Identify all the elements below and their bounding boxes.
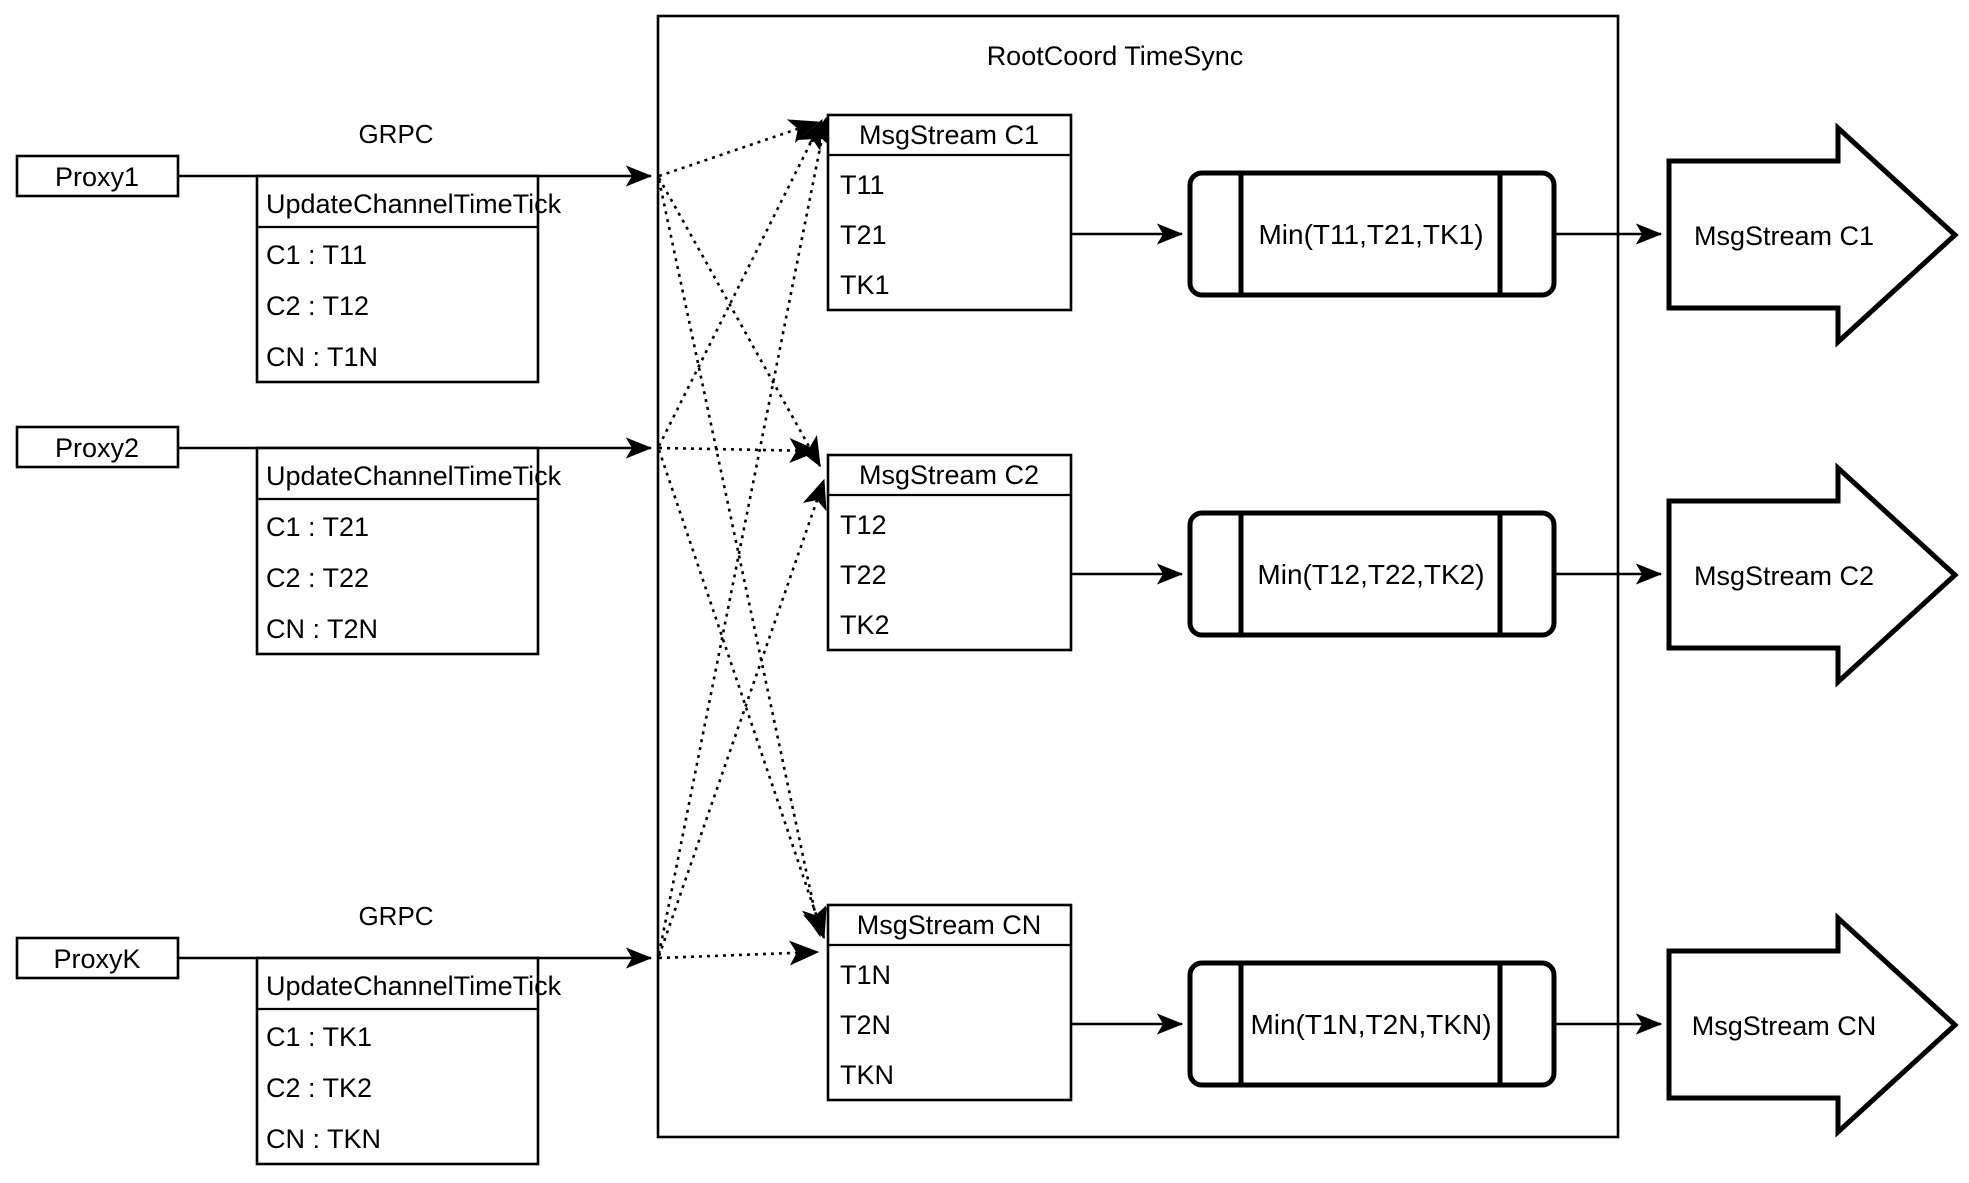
msgstream-card-border-1 [826,113,1073,312]
output-block-arrow-label-2: MsgStream C2 [1694,561,1874,591]
msgstream-card-row-3-0: T1N [840,960,891,990]
request-card-row-1-2: CN : T1N [266,342,378,372]
request-card-header-3: UpdateChannelTimeTick [266,971,562,1001]
update-channel-timetick-card-2: UpdateChannelTimeTick C1 : T21 C2 : T22 … [255,446,562,656]
channel-row-1: MsgStream C1 T11 T21 TK1 Min(T11,T21,TK1… [826,113,1959,348]
msgstream-card-row-1-0: T11 [840,170,885,200]
proxy-label-1: Proxy1 [55,162,139,192]
msgstream-card-header-2: MsgStream C2 [859,460,1039,490]
msgstream-card-border-3 [826,903,1073,1102]
min-process-label-2: Min(T12,T22,TK2) [1257,559,1484,590]
container-title: RootCoord TimeSync [987,41,1244,71]
update-channel-timetick-card-1: UpdateChannelTimeTick C1 : T11 C2 : T12 … [255,174,562,384]
grpc-label-1: GRPC [358,119,433,149]
output-block-arrow-2: MsgStream C2 [1666,462,1959,688]
msgstream-card-row-2-1: T22 [840,560,887,590]
min-process-label-3: Min(T1N,T2N,TKN) [1250,1009,1491,1040]
msgstream-card-2: MsgStream C2 T12 T22 TK2 [826,453,1073,652]
request-card-row-1-1: C2 : T12 [266,291,369,321]
min-process-3: Min(T1N,T2N,TKN) [1187,960,1557,1088]
output-block-arrow-shape-2 [1666,462,1959,688]
request-card-header-1: UpdateChannelTimeTick [266,189,562,219]
msgstream-card-row-1-1: T21 [840,220,887,250]
proxy-box-1[interactable] [15,154,180,198]
timetick-dispatch-mesh [657,116,833,966]
update-channel-timetick-card-3: UpdateChannelTimeTick C1 : TK1 C2 : TK2 … [255,956,562,1166]
min-process-label-1: Min(T11,T21,TK1) [1258,219,1483,250]
proxy-row-3: ProxyK GRPC UpdateChannelTimeTick C1 : T… [15,901,653,1166]
proxy-label-3: ProxyK [53,944,140,974]
msgstream-card-row-2-2: TK2 [840,610,890,640]
msgstream-card-row-3-1: T2N [840,1010,891,1040]
msgstream-card-header-3: MsgStream CN [857,910,1042,940]
output-block-arrow-1: MsgStream C1 [1666,122,1959,348]
request-card-header-2: UpdateChannelTimeTick [266,461,562,491]
request-card-row-3-2: CN : TKN [266,1124,381,1154]
request-card-row-1-0: C1 : T11 [266,240,367,270]
output-block-arrow-label-3: MsgStream CN [1692,1011,1877,1041]
msgstream-card-row-3-2: TKN [840,1060,894,1090]
request-card-border-1 [255,174,540,384]
rootcoord-timesync-container: RootCoord TimeSync [656,14,1620,1139]
msgstream-card-header-1: MsgStream C1 [859,120,1039,150]
min-process-1: Min(T11,T21,TK1) [1187,170,1557,298]
request-card-border-3 [255,956,540,1166]
request-card-border-2 [255,446,540,656]
msgstream-card-1: MsgStream C1 T11 T21 TK1 [826,113,1073,312]
min-process-2: Min(T12,T22,TK2) [1187,510,1557,638]
dispatch-arrow-p1-c2 [657,177,822,468]
output-block-arrow-shape-1 [1666,122,1959,348]
request-card-row-2-2: CN : T2N [266,614,378,644]
dispatch-arrow-p2-c2 [658,437,820,463]
msgstream-card-row-2-0: T12 [840,510,887,540]
msgstream-card-border-2 [826,453,1073,652]
msgstream-card-3: MsgStream CN T1N T2N TKN [826,903,1073,1102]
channel-row-3: MsgStream CN T1N T2N TKN Min(T1N,T2N,TKN… [826,903,1959,1138]
dispatch-arrow-pk-cn [658,940,820,966]
dispatch-arrow-p2-cn [657,449,827,940]
dispatch-arrow-p1-cn [657,179,827,938]
msgstream-card-row-1-2: TK1 [840,270,890,300]
request-card-row-3-1: C2 : TK2 [266,1073,372,1103]
dispatch-arrow-pk-c1 [657,116,833,955]
output-block-arrow-shape-3 [1666,912,1959,1138]
proxy-row-1: Proxy1 GRPC UpdateChannelTimeTick C1 : T… [15,119,653,384]
proxy-label-2: Proxy2 [55,433,139,463]
container-border [656,14,1620,1139]
proxy-box-2[interactable] [15,425,180,469]
request-card-row-2-0: C1 : T21 [266,512,369,542]
channel-row-2: MsgStream C2 T12 T22 TK2 Min(T12,T22,TK2… [826,453,1959,688]
proxy-row-2: Proxy2 GRPC UpdateChannelTimeTick C1 : T… [15,425,653,656]
request-card-row-2-1: C2 : T22 [266,563,369,593]
grpc-label-3: GRPC [358,901,433,931]
output-block-arrow-label-1: MsgStream C1 [1694,221,1874,251]
request-card-row-3-0: C1 : TK1 [266,1022,372,1052]
output-block-arrow-3: MsgStream CN [1666,912,1959,1138]
